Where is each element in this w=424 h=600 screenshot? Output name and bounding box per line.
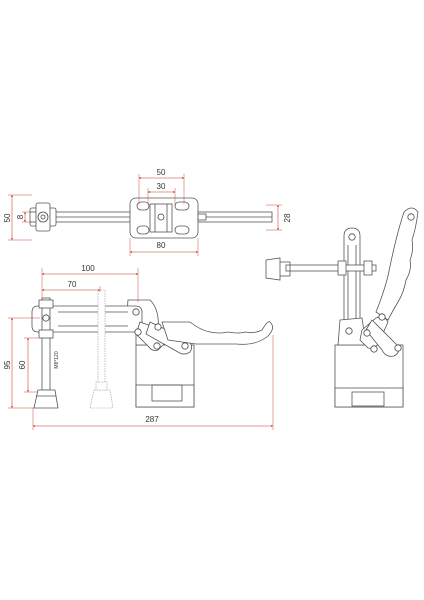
- open-view: [265, 207, 419, 408]
- side-view-pin-1: [42, 314, 50, 322]
- spindle-thread-label: M8*120: [54, 351, 60, 368]
- open-view-vertical-arm: [343, 227, 361, 331]
- side-view-ghost-pad: [89, 389, 114, 409]
- side-view: M8*120 100 70 95: [3, 264, 274, 430]
- open-view-spindle: [285, 264, 377, 272]
- open-view-rubber-pad: [265, 257, 281, 281]
- dim-side-total-length: 287: [145, 415, 159, 424]
- side-view-pin-5: [153, 342, 161, 350]
- open-view-pin-7: [394, 344, 402, 352]
- dim-top-pad-height: 8: [16, 214, 25, 219]
- dim-side-reach-70: 70: [68, 280, 77, 289]
- top-view-slot-4: [174, 225, 190, 235]
- open-view-pin-1: [348, 233, 356, 241]
- dim-top-hole-inner: 30: [157, 182, 166, 191]
- side-view-ghost-spindle: [97, 289, 106, 389]
- side-view-spindle: [41, 297, 51, 391]
- open-view-handle: [375, 207, 419, 321]
- open-view-pin-5: [363, 329, 371, 337]
- side-view-handle: [161, 321, 273, 345]
- open-view-pin-3: [345, 327, 353, 335]
- dim-top-bar-width: 28: [283, 213, 292, 222]
- side-view-pin-3: [134, 328, 142, 336]
- open-view-pin-6: [370, 345, 378, 353]
- dim-top-base-width: 80: [157, 241, 166, 250]
- dim-side-reach-100: 100: [81, 264, 95, 273]
- side-view-rubber-pad: [33, 389, 59, 409]
- side-view-pin-4: [154, 323, 162, 331]
- dim-top-overall-height: 50: [3, 213, 12, 222]
- open-view-pin-2: [407, 213, 415, 221]
- top-view: 50 8 50 30 80 28: [3, 168, 292, 256]
- side-view-pin-6: [181, 342, 189, 350]
- dim-side-height-60: 60: [18, 360, 27, 369]
- dim-side-height-95: 95: [3, 360, 12, 369]
- top-view-slot-3: [136, 225, 150, 235]
- top-view-slot-2: [174, 201, 190, 211]
- top-view-slot-1: [136, 201, 150, 211]
- open-view-pin-4: [378, 313, 386, 321]
- dim-top-hole-outer: 50: [157, 168, 166, 177]
- side-view-pin-2: [132, 308, 140, 316]
